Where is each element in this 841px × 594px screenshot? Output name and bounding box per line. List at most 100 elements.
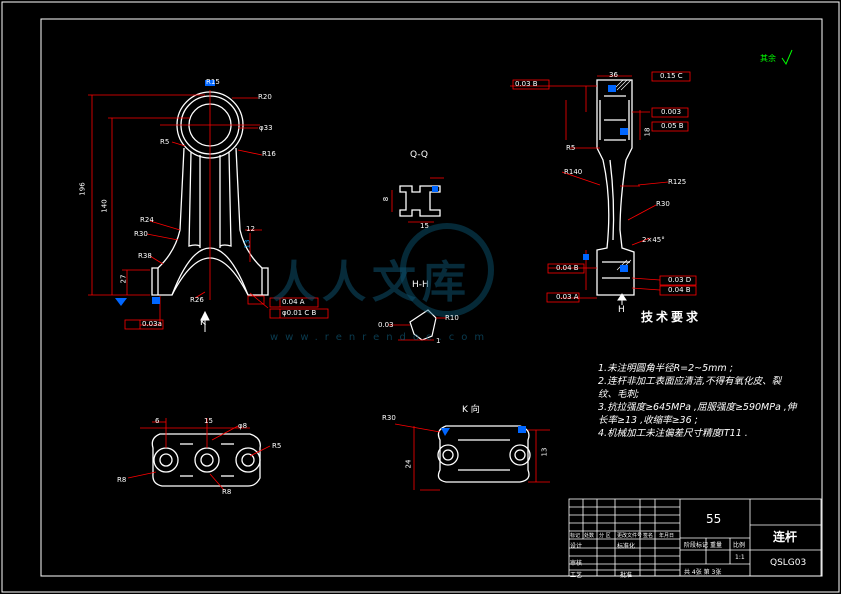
k-view-markers bbox=[441, 426, 526, 436]
dim-13-k: 13 bbox=[540, 447, 549, 457]
part-name: 连杆 bbox=[773, 530, 798, 544]
dim-15b: 15 bbox=[204, 417, 213, 425]
side-view-hatch bbox=[612, 79, 632, 271]
title-block bbox=[568, 498, 822, 577]
dim-r20: R20 bbox=[258, 93, 272, 101]
dim-r26: R26 bbox=[190, 296, 204, 304]
dim-r24: R24 bbox=[140, 216, 154, 224]
tol-perp-top: 0.15 C bbox=[660, 72, 683, 80]
inner-frame bbox=[40, 18, 823, 577]
design-label: 设计 bbox=[570, 543, 583, 550]
roughness-check-icon bbox=[781, 49, 793, 66]
label-h: H bbox=[618, 305, 625, 315]
tol-perp-bot: 0.03 D bbox=[668, 276, 692, 284]
side-view bbox=[596, 79, 635, 296]
dim-36: 36 bbox=[609, 71, 618, 79]
material: 55 bbox=[706, 512, 722, 526]
front-gdt bbox=[124, 295, 329, 330]
change-label: 更改文件号 bbox=[617, 533, 643, 539]
zone-label: 分 区 bbox=[599, 533, 611, 539]
tol-par-bot2: 0.04 B bbox=[668, 286, 691, 294]
weight-label: 重量 bbox=[710, 542, 723, 549]
dim-r10: R10 bbox=[445, 314, 459, 322]
dim-140: 140 bbox=[100, 199, 109, 213]
tol-flat-left: 0.03a bbox=[142, 320, 162, 328]
front-markers bbox=[115, 80, 215, 306]
section-qq-marker bbox=[432, 186, 438, 192]
section-hh-label: H-H bbox=[412, 280, 429, 290]
bottom-view-dims bbox=[127, 418, 271, 491]
dim-dia33: φ33 bbox=[259, 124, 273, 132]
dim-r140: R140 bbox=[564, 168, 583, 176]
front-view-dims bbox=[88, 90, 269, 326]
review-label: 审核 bbox=[570, 560, 583, 567]
dim-1: 1 bbox=[436, 337, 441, 345]
scale-label: 比例 bbox=[733, 542, 746, 549]
tol-par-mid: 0.003 bbox=[661, 108, 682, 116]
roughness-note: 其余 bbox=[760, 54, 776, 63]
h-arrow bbox=[617, 293, 627, 305]
dim-24: 24 bbox=[404, 459, 413, 469]
tol-pos-left2: φ0.01 C B bbox=[282, 309, 317, 317]
scale-value: 1:1 bbox=[735, 554, 745, 561]
dim-8: 8 bbox=[382, 196, 391, 202]
tol-pos-left: 0.04 A bbox=[282, 298, 305, 306]
watermark-url: www.renrendoc.com bbox=[270, 332, 492, 343]
k-view bbox=[437, 425, 531, 483]
watermark-cn: 人人文库 bbox=[272, 257, 472, 308]
requirement-line-2: 2.连杆非加工表面应清洁,不得有氧化皮、裂 bbox=[598, 376, 782, 387]
stage-label: 阶段标记 bbox=[684, 542, 709, 549]
dim-18: 18 bbox=[643, 127, 652, 137]
section-hh bbox=[409, 309, 437, 341]
date-label: 年月日 bbox=[659, 533, 675, 539]
dim-r16: R16 bbox=[262, 150, 276, 158]
requirement-line-5: 长率≥13 ,收缩率≥36 ; bbox=[598, 415, 698, 426]
requirements-title: 技术要求 bbox=[641, 310, 702, 324]
dim-r5: R5 bbox=[160, 138, 170, 146]
dim-15: 15 bbox=[420, 222, 429, 230]
section-qq bbox=[399, 185, 441, 217]
tol-par-bot: 0.04 B bbox=[556, 264, 579, 272]
process-label: 工艺 bbox=[570, 572, 583, 579]
section-hh-dims bbox=[388, 317, 446, 341]
section-qq-label: Q-Q bbox=[410, 150, 428, 160]
dim-r38: R38 bbox=[138, 252, 152, 260]
section-qq-dims bbox=[391, 177, 444, 223]
sign-label: 签名 bbox=[643, 533, 654, 539]
qty-label: 处数 bbox=[584, 533, 595, 539]
view-k-label: K 向 bbox=[462, 405, 480, 415]
dim-r8: R8 bbox=[117, 476, 127, 484]
requirement-line-3: 纹、毛刺; bbox=[598, 389, 640, 400]
drawing-number: QSLG03 bbox=[770, 558, 807, 568]
dim-r30c: R30 bbox=[382, 414, 396, 422]
requirement-line-4: 3.抗拉强度≥645MPa ,屈服强度≥590MPa ,伸 bbox=[598, 402, 797, 413]
side-markers bbox=[583, 85, 628, 272]
tol-ang-left: 0.03 A bbox=[556, 293, 579, 301]
dim-r125: R125 bbox=[668, 178, 687, 186]
dim-13: 13 bbox=[243, 239, 252, 249]
dim-003: 0.03 bbox=[378, 321, 394, 329]
k-arrow bbox=[200, 310, 210, 332]
dim-r30-side: R30 bbox=[656, 200, 670, 208]
dim-r15: R15 bbox=[206, 78, 220, 86]
dim-chamfer: 2×45° bbox=[642, 236, 665, 244]
watermark-logo bbox=[400, 223, 494, 317]
dim-27: 27 bbox=[119, 274, 128, 284]
requirement-line-1: 1.未注明圆角半径R=2~5mm ; bbox=[598, 363, 733, 374]
sheet-info: 共 4张 第 3张 bbox=[684, 569, 722, 576]
requirement-line-6: 4.机械加工未注偏差尺寸精度IT11 . bbox=[598, 428, 748, 439]
std-label: 标准化 bbox=[617, 543, 636, 550]
tol-perp-mid: 0.05 B bbox=[661, 122, 684, 130]
side-view-dims bbox=[510, 71, 697, 303]
approve-label: 批准 bbox=[620, 572, 633, 579]
tol-par-top: 0.03 B bbox=[515, 80, 538, 88]
dim-r30: R30 bbox=[134, 230, 148, 238]
dim-r5-side: R5 bbox=[566, 144, 576, 152]
dim-6: 6 bbox=[155, 417, 160, 425]
bottom-view bbox=[151, 433, 261, 487]
dim-r8b: R8 bbox=[222, 488, 232, 496]
dim-dia8: φ8 bbox=[238, 422, 248, 430]
mark-label: 标记 bbox=[570, 533, 581, 539]
